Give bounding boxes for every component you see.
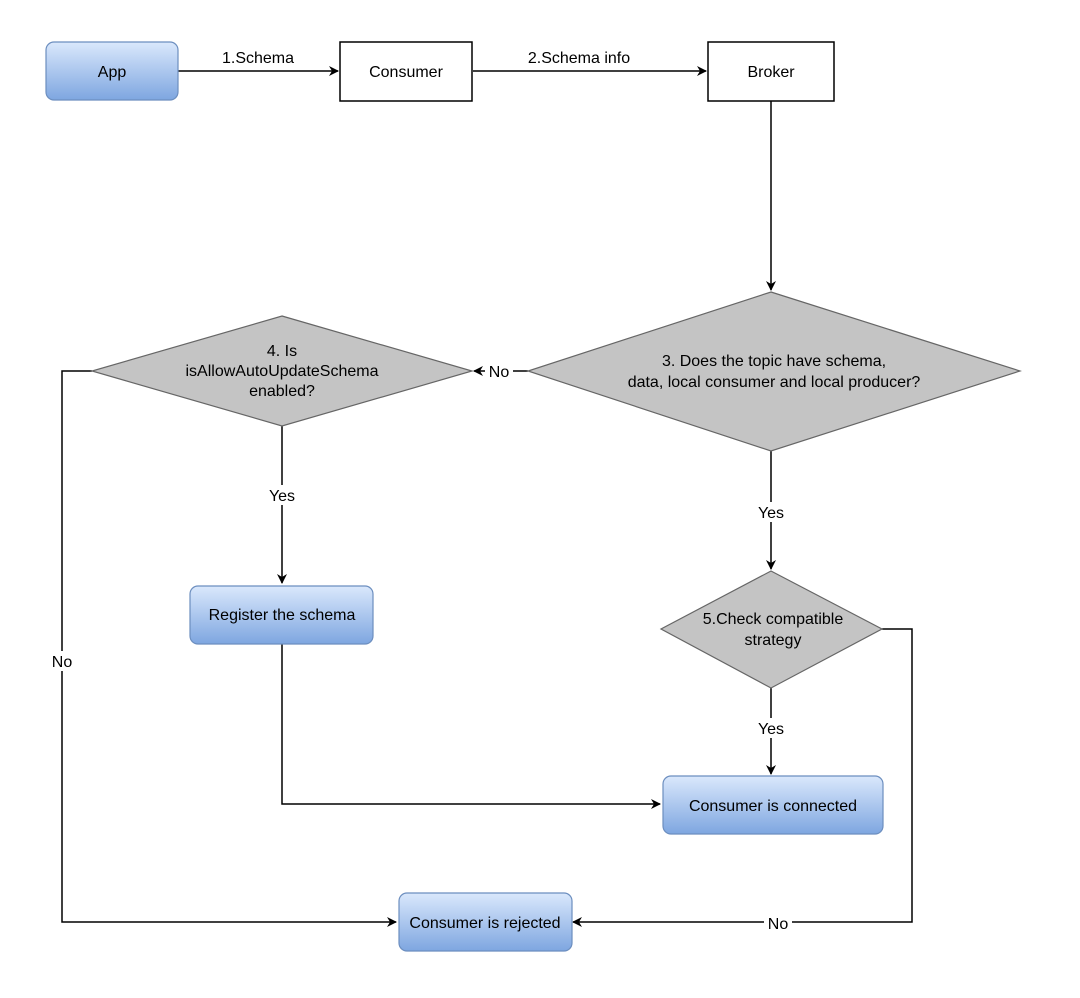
label-yes-bg [754, 502, 788, 522]
decision-5-line-2: strategy [745, 632, 802, 649]
label-decision3-yes: Yes [758, 505, 784, 522]
label-yes-bg [754, 718, 788, 738]
node-app[interactable]: App [45, 41, 179, 101]
label-1-schema: 1.Schema [222, 50, 294, 67]
label-decision4-yes: Yes [269, 488, 295, 505]
edge-decision5-no [572, 628, 913, 927]
node-rejected-label: Consumer is rejected [409, 915, 560, 932]
node-consumer-rejected[interactable]: Consumer is rejected [398, 892, 573, 952]
decision-5-line-1: 5.Check compatible [703, 611, 844, 628]
node-app-label: App [98, 64, 127, 81]
node-register-schema[interactable]: Register the schema [189, 585, 374, 645]
decision-4-line-2: isAllowAutoUpdateSchema [186, 363, 379, 380]
label-decision5-no: No [768, 916, 789, 933]
node-register-label: Register the schema [209, 607, 356, 624]
label-yes-bg [265, 485, 299, 505]
edge-register-connected [281, 644, 661, 809]
edge-labels: 1.Schema 2.Schema info No Yes Yes No Yes… [48, 50, 792, 933]
label-decision5-yes: Yes [758, 721, 784, 738]
decision-5-compatible[interactable]: 5.Check compatible strategy [659, 570, 884, 689]
node-consumer-connected[interactable]: Consumer is connected [662, 775, 884, 835]
decision-4-line-3: enabled? [249, 383, 315, 400]
node-broker[interactable]: Broker [707, 41, 835, 102]
label-2-schema-info: 2.Schema info [528, 50, 630, 67]
node-broker-label: Broker [747, 64, 795, 81]
decision-4-line-1: 4. Is [267, 343, 297, 360]
decision-3-topic-check[interactable]: 3. Does the topic have schema, data, loc… [526, 291, 1022, 452]
node-connected-label: Consumer is connected [689, 798, 857, 815]
decision-3-line-2: data, local consumer and local producer? [628, 374, 921, 391]
node-consumer-label: Consumer [369, 64, 443, 81]
label-no-bg [764, 913, 792, 932]
edge-decision4-no [61, 370, 397, 927]
decision-4-auto-update[interactable]: 4. Is isAllowAutoUpdateSchema enabled? [89, 315, 475, 427]
label-decision4-no: No [52, 654, 73, 671]
label-no-bg [48, 651, 76, 671]
label-no-bg [485, 362, 513, 380]
label-decision3-no: No [489, 364, 510, 381]
node-consumer[interactable]: Consumer [339, 41, 473, 102]
decision-3-line-1: 3. Does the topic have schema, [662, 353, 886, 370]
